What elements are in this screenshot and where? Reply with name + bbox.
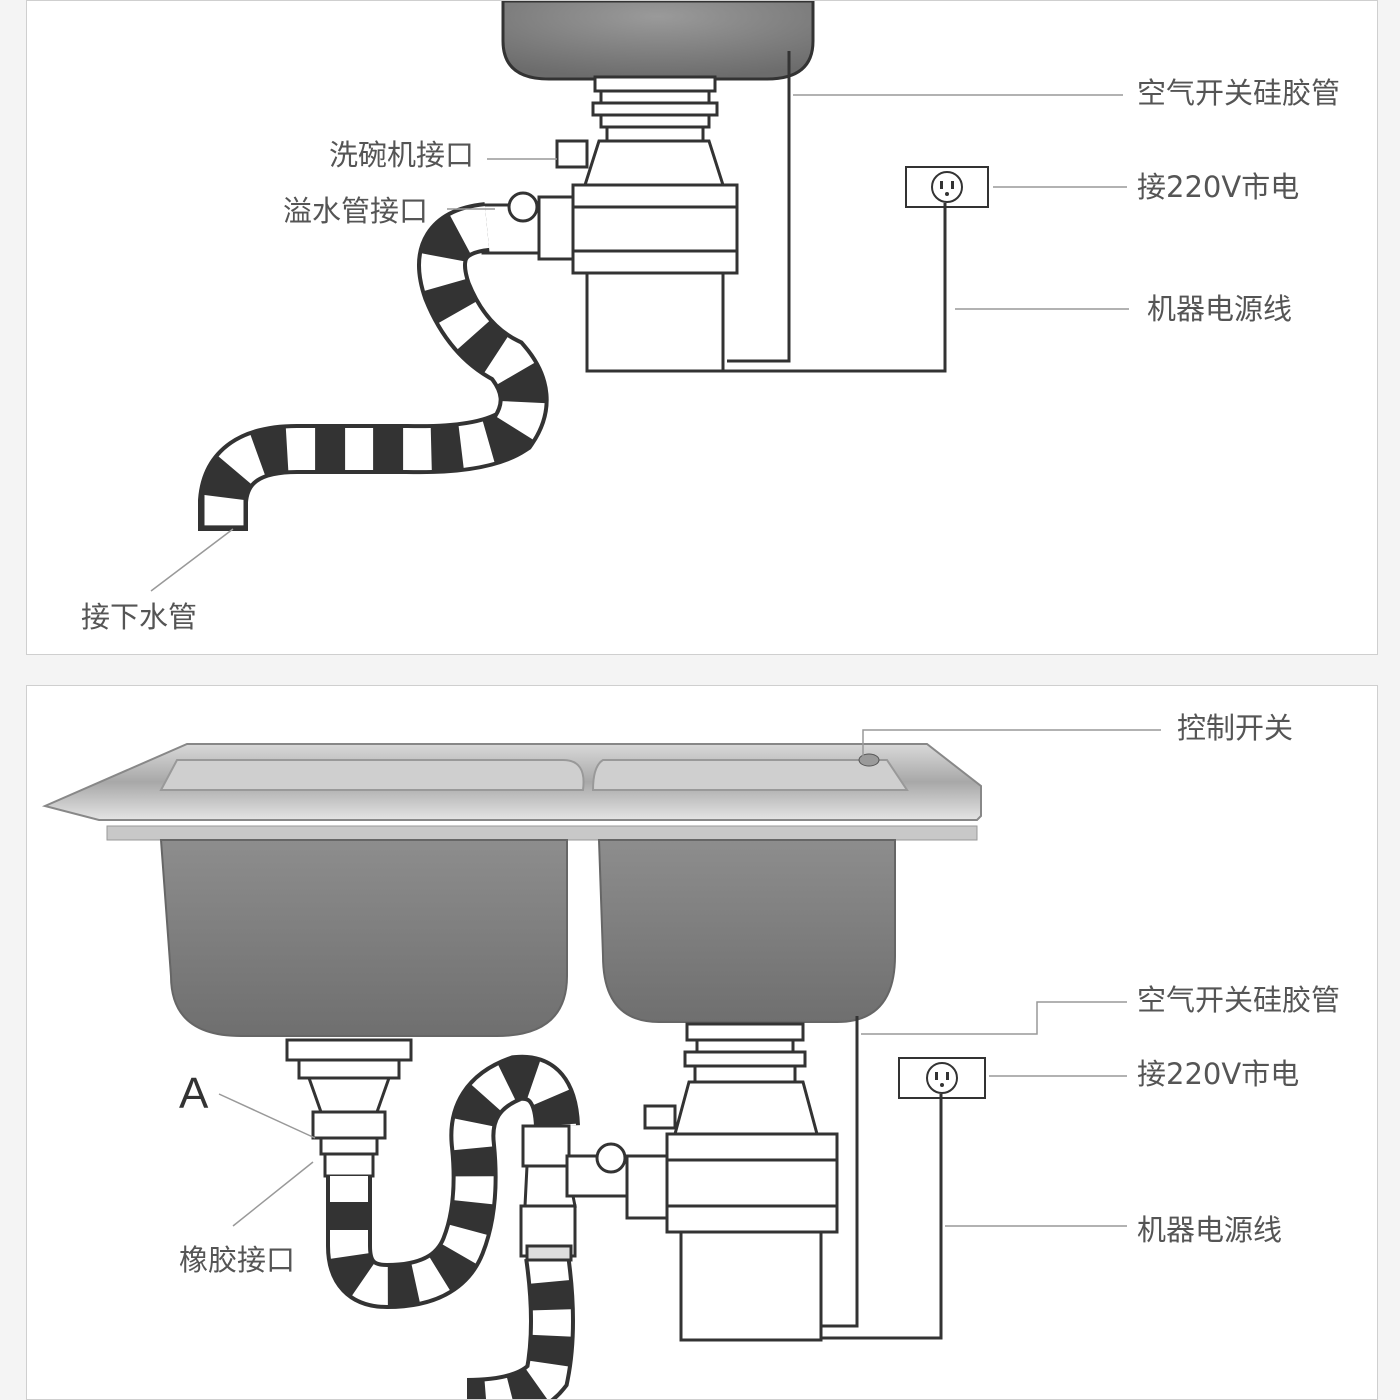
- label-air-switch-hose: 空气开关硅胶管: [1137, 983, 1341, 1017]
- disposer-unit: [625, 1022, 839, 1342]
- sink-bowl: [501, 1, 815, 81]
- air-switch-hose-line: [821, 1016, 859, 1328]
- sink-flange: [591, 75, 719, 143]
- label-power-cord: 机器电源线: [1137, 1213, 1283, 1247]
- bottom-installation-panel: 控制开关 空气开关硅胶管 接220V市电 A 机器电源线 橡胶接口: [26, 685, 1378, 1400]
- label-overflow-port: 溢水管接口: [283, 194, 429, 228]
- double-sink: [41, 743, 982, 1037]
- air-switch-hose-line: [727, 51, 791, 363]
- power-cord-line: [821, 1094, 943, 1340]
- label-mains-220v: 接220V市电: [1137, 170, 1300, 204]
- power-cord-line: [723, 203, 947, 373]
- top-diagram: [150, 1, 1129, 592]
- label-letter-a: A: [179, 1069, 209, 1118]
- label-air-switch-hose: 空气开关硅胶管: [1137, 76, 1341, 110]
- label-drain-pipe: 接下水管: [81, 600, 198, 634]
- drain-hose: [198, 202, 549, 531]
- bottom-diagram: [41, 729, 1161, 1399]
- leader-lines: [218, 729, 1161, 1227]
- leader-lines: [150, 94, 1129, 592]
- label-dishwasher-port: 洗碗机接口: [329, 138, 475, 172]
- label-mains-220v: 接220V市电: [1137, 1057, 1300, 1091]
- label-rubber-joint: 橡胶接口: [179, 1243, 296, 1277]
- tee-fitting: [519, 1124, 635, 1262]
- wall-outlet: [905, 166, 989, 208]
- label-power-cord: 机器电源线: [1147, 292, 1293, 326]
- wall-outlet: [898, 1057, 986, 1099]
- drain-hoses: [326, 1054, 580, 1399]
- left-drain-fitting: [285, 1038, 413, 1178]
- disposer-unit: [481, 139, 739, 373]
- top-installation-panel: 空气开关硅胶管 洗碗机接口 溢水管接口 接220V市电 机器电源线 接下水管: [26, 0, 1378, 655]
- label-control-switch: 控制开关: [1177, 711, 1294, 745]
